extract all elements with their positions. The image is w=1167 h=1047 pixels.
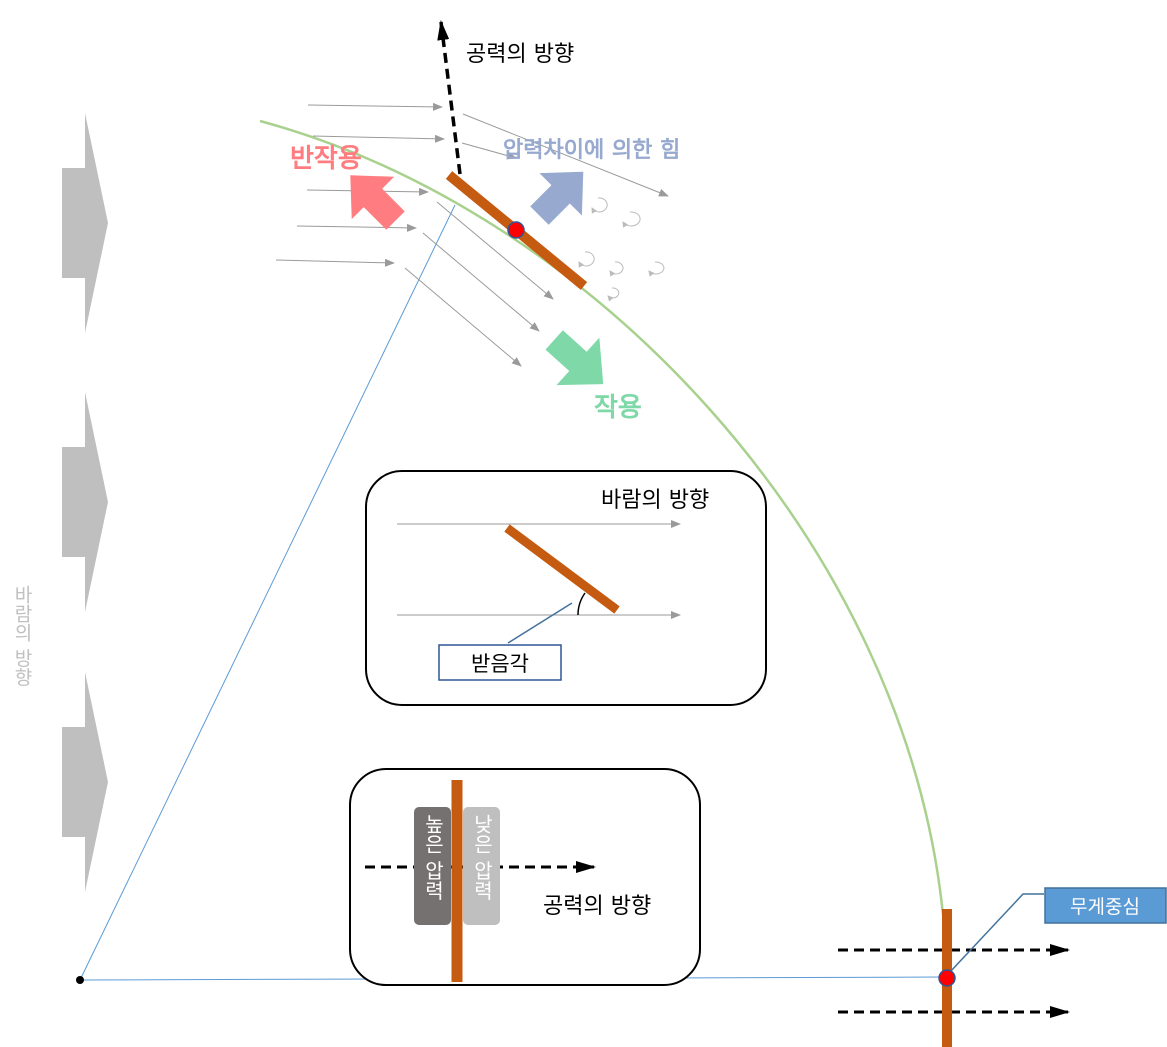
wind-line: [296, 223, 417, 232]
swirl-arrow: [648, 261, 665, 277]
pressure-inset: 높은 압력 낮은 압력 공력의 방향: [349, 768, 701, 986]
wind-line: [275, 258, 395, 267]
attack-angle-arc: [577, 592, 586, 616]
wind-line: [436, 201, 554, 300]
inset-box-2: [349, 768, 701, 986]
wind-chevron-arrow-3: [62, 672, 108, 892]
reaction-label: 반작용: [290, 144, 362, 174]
inset1-wind-direction-label: 바람의 방향: [601, 488, 709, 513]
high-pressure-box: [414, 807, 451, 925]
trajectory-arc: [259, 119, 945, 916]
pressure-force-arrow: [530, 171, 584, 225]
radius-line-to-kite: [79, 204, 456, 981]
attack-angle-inset: 바람의 방향 받음각: [365, 470, 767, 706]
high-pressure-label: 높은 압력: [421, 814, 445, 900]
wind-chevron-arrow-2: [62, 392, 108, 612]
center-of-mass-label-box: [1044, 887, 1167, 924]
wind-line: [404, 267, 522, 367]
wind-line: [461, 142, 517, 160]
lift-direction-label: 공력의 방향: [466, 42, 574, 67]
wind-chevron-arrow-1: [62, 113, 108, 333]
pressure-force-label: 압력차이에 의한 힘: [503, 138, 680, 163]
attack-angle-label: 받음각: [471, 652, 529, 676]
center-of-mass-leader: [949, 893, 1044, 973]
wind-line: [312, 134, 445, 143]
swirl-arrow: [607, 287, 620, 302]
reaction-arrow: [350, 175, 405, 230]
action-label: 작용: [594, 393, 642, 423]
swirl-arrow: [622, 211, 641, 228]
kite-center-dot: [507, 221, 525, 239]
swirl-arrow: [591, 197, 608, 214]
attack-angle-leader: [507, 602, 573, 644]
wind-line: [422, 232, 540, 332]
lift-direction-arrow: [437, 20, 462, 175]
wind-flow-lines: [275, 102, 669, 367]
inset1-plate: [504, 524, 620, 614]
wind-line: [307, 102, 443, 111]
low-pressure-box: [463, 807, 500, 925]
low-pressure-label: 낮은 압력: [470, 814, 494, 901]
pivot-point: [76, 976, 84, 984]
attack-angle-label-box: [438, 644, 562, 681]
swirl-arrow: [578, 251, 595, 268]
bottom-plate-group: 무게중심: [838, 887, 1167, 1047]
center-of-mass-label: 무게중심: [1070, 896, 1140, 918]
wind-line: [462, 113, 669, 197]
center-of-mass-dot: [938, 969, 956, 987]
wind-direction-side-label: 바람의 방향: [11, 585, 33, 686]
action-arrow: [545, 330, 604, 386]
big-wind-arrows: [62, 113, 108, 892]
swirl-arrow: [609, 261, 624, 277]
inset2-lift-direction-label: 공력의 방향: [543, 894, 651, 919]
